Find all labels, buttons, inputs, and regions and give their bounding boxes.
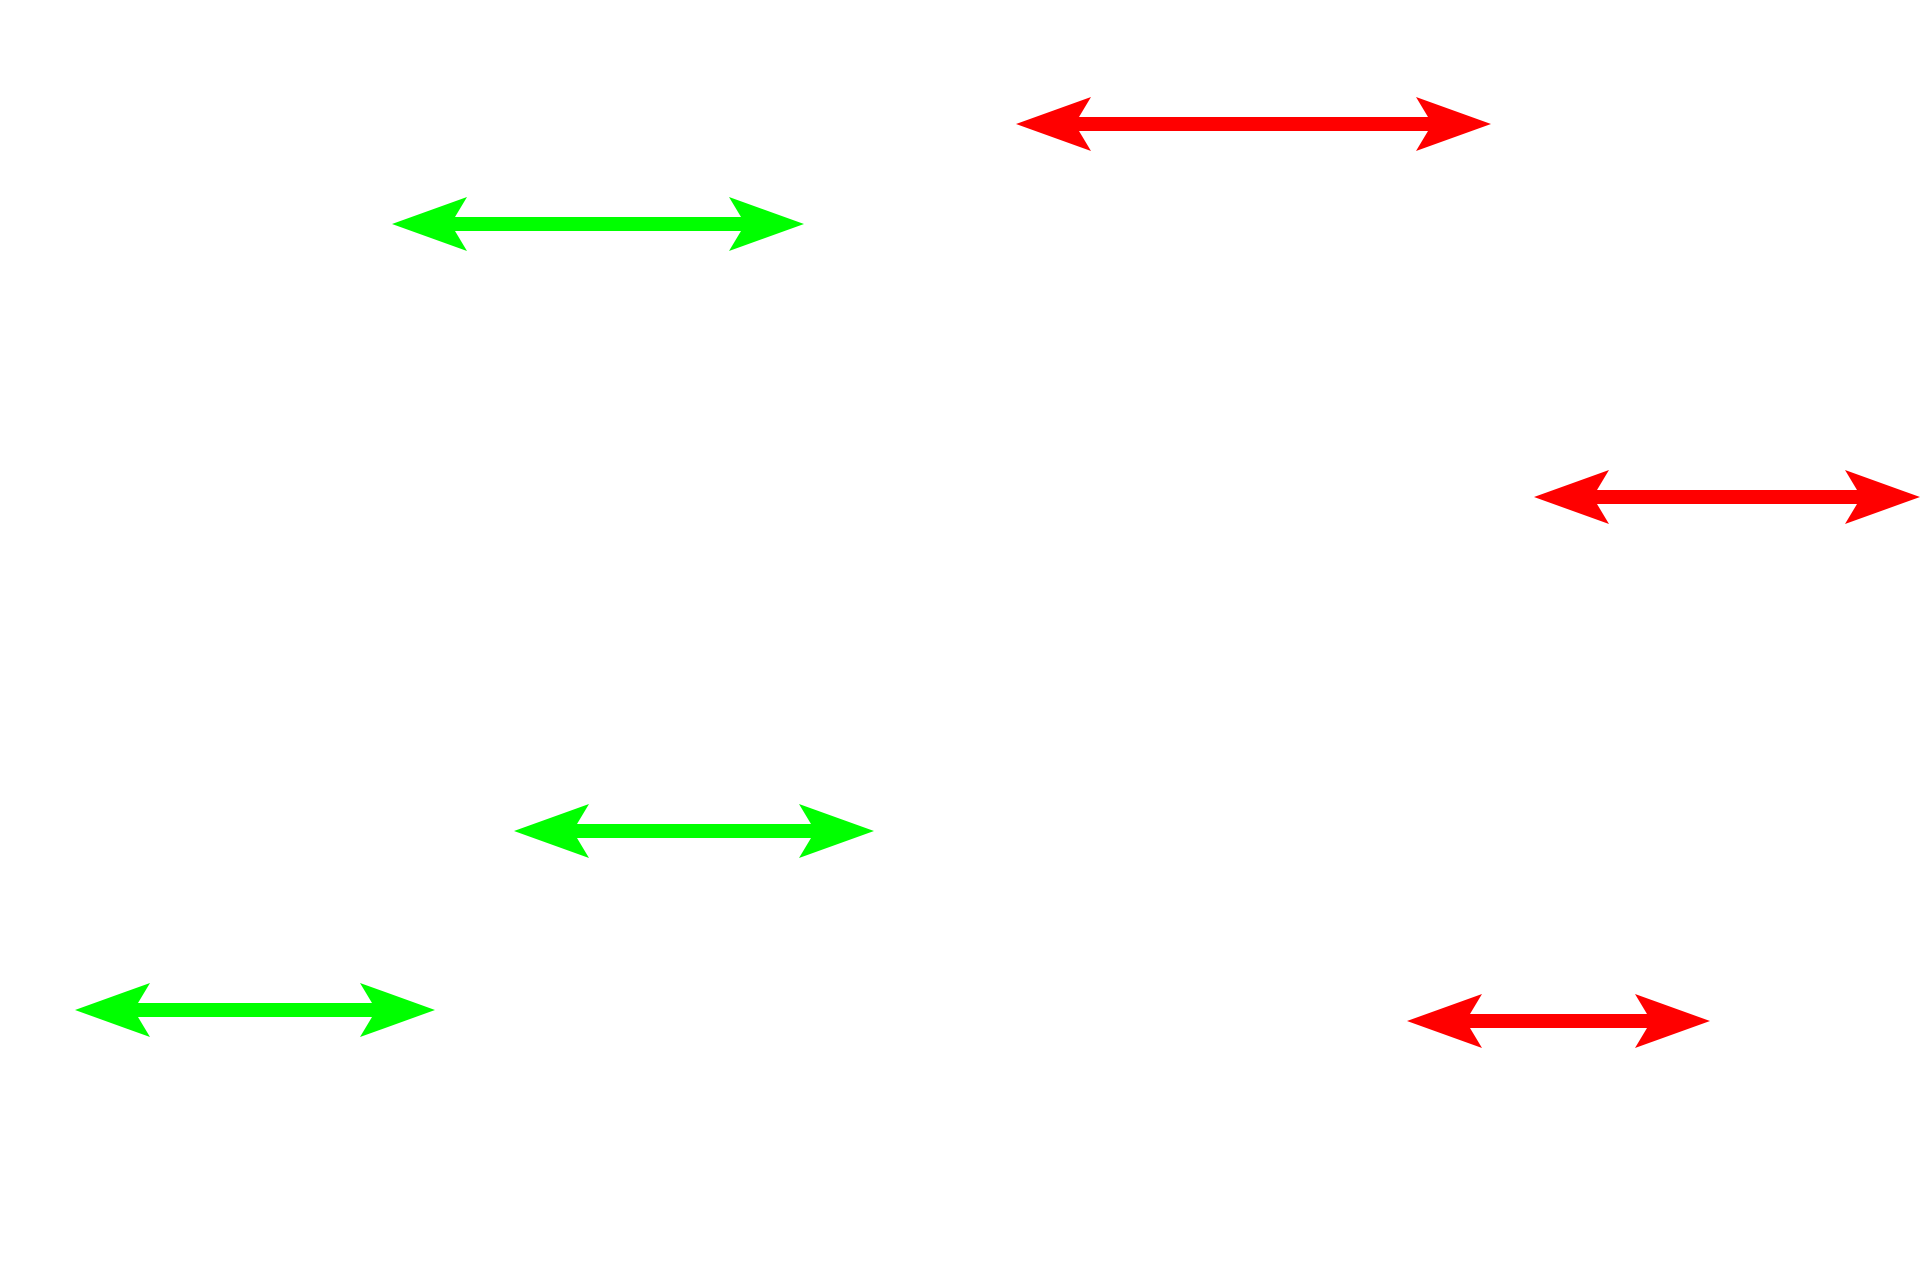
red-arrow-1-icon [1016, 97, 1491, 151]
green-arrow-2-icon [514, 804, 874, 858]
red-arrow-3-icon [1407, 994, 1710, 1048]
red-arrow-2-icon [1534, 470, 1920, 524]
green-arrow-1-icon [392, 197, 804, 251]
green-arrow-3-icon [75, 983, 435, 1037]
arrows-group [75, 97, 1920, 1048]
